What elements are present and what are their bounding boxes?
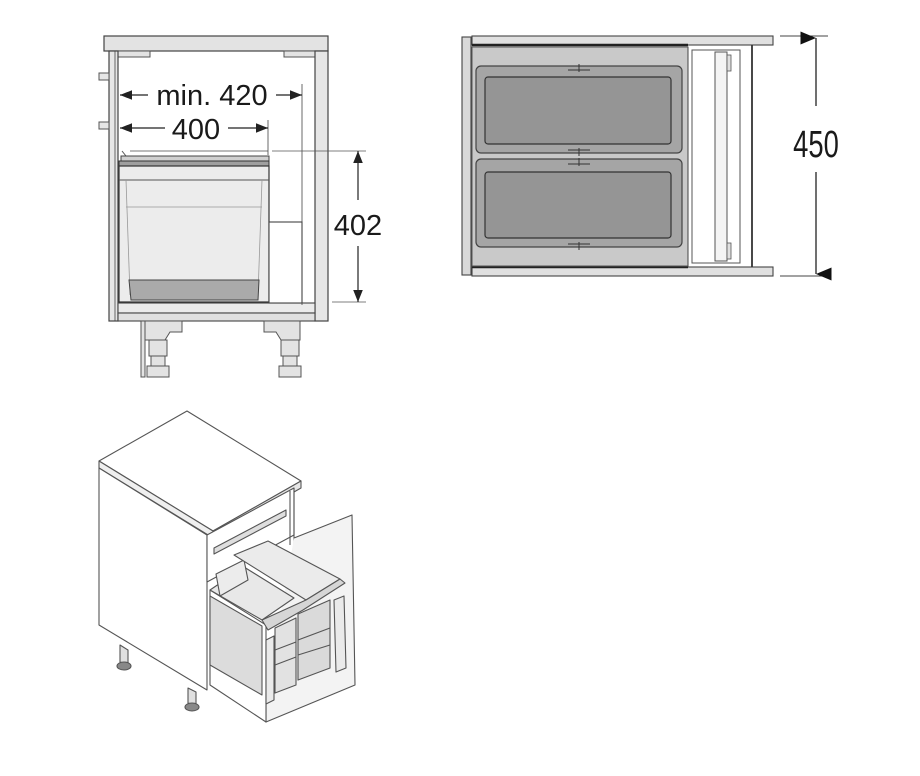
leg-right <box>263 320 302 378</box>
left-side-panel <box>108 50 119 322</box>
front-section-view: min. 420 400 402 <box>0 0 420 390</box>
top-view-drawing: 450 <box>461 31 839 281</box>
top-plan-view: 450 <box>440 0 920 300</box>
right-side-panel <box>314 50 329 322</box>
isometric-drawing <box>98 410 356 723</box>
countertop <box>103 35 329 52</box>
bin-body <box>118 165 270 303</box>
leg-left <box>140 320 183 378</box>
dimension-depth: 450 <box>793 124 839 166</box>
iso-side-panel <box>98 467 208 691</box>
iso-bin-1-body <box>209 595 263 696</box>
bin-lid <box>118 160 270 167</box>
dimension-bin-height: 402 <box>334 210 382 242</box>
isometric-view <box>80 395 380 735</box>
front-view-drawing: min. 420 400 402 <box>98 35 382 378</box>
dimension-bin-width: 400 <box>172 114 220 146</box>
cabinet-bottom <box>117 312 316 322</box>
bin-bottom <box>128 279 260 301</box>
small-bin <box>268 221 303 304</box>
dimension-inner-width: min. 420 <box>156 80 267 112</box>
